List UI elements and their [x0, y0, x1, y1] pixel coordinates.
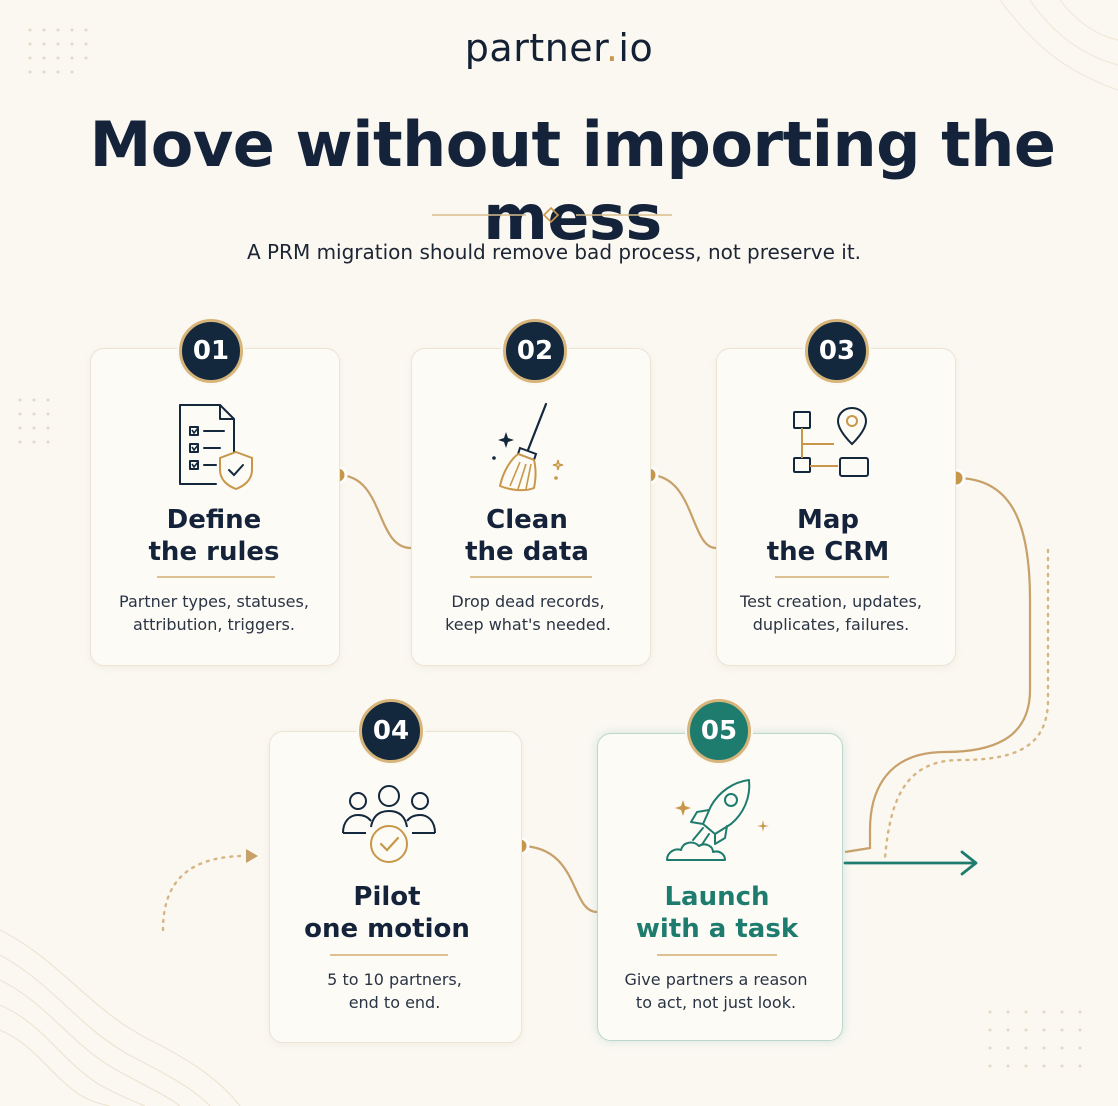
- rocket-launch-icon: [666, 779, 769, 861]
- dot-grid-bottom-right: [988, 1010, 1082, 1068]
- dot-grid-top-left: [28, 28, 88, 74]
- connector-01-02: [337, 473, 412, 550]
- brand-logo: partner.io: [0, 26, 1118, 70]
- step-badge-04: 04: [359, 699, 423, 763]
- subtitle: A PRM migration should remove bad proces…: [246, 240, 862, 264]
- brand-dot: .: [605, 26, 619, 70]
- step-desc-02: Drop dead records, keep what's needed.: [445, 592, 611, 634]
- step-title-05: Launch with a task: [635, 882, 799, 944]
- step-title-04: Pilot one motion: [304, 882, 470, 944]
- step-desc-04: 5 to 10 partners, end to end.: [327, 970, 462, 1012]
- dotted-trail-right: [883, 548, 1050, 860]
- step-card-04: [269, 731, 522, 1043]
- dotted-arrowhead-icon: [246, 849, 258, 863]
- step-desc-03: Test creation, updates, duplicates, fail…: [740, 592, 922, 634]
- step-card-05: [597, 733, 843, 1041]
- launch-arrow-icon: [843, 850, 978, 876]
- step-title-01: Define the rules: [148, 505, 280, 567]
- step-divider-04: [330, 954, 448, 956]
- connector-04-05: [519, 844, 598, 914]
- step-title-02: Clean the data: [465, 505, 589, 567]
- step-badge-03: 03: [805, 319, 869, 383]
- step-card-01: [90, 348, 340, 666]
- page-title: Move without importing the mess: [89, 108, 1056, 254]
- wave-lines-top-right: [999, 0, 1118, 91]
- wave-lines-bottom-left: [0, 929, 241, 1106]
- connector-03-05: [844, 476, 1032, 854]
- broom-sparkle-icon: [492, 402, 564, 492]
- checklist-shield-icon: [179, 404, 253, 491]
- diamond-icon: [542, 206, 560, 224]
- step-divider-05: [657, 954, 777, 956]
- step-divider-01: [157, 576, 275, 578]
- step-divider-02: [470, 576, 592, 578]
- brand-suffix: io: [618, 26, 654, 70]
- flow-map-pin-icon: [793, 406, 869, 477]
- step-divider-03: [775, 576, 889, 578]
- step-badge-05: 05: [687, 699, 751, 763]
- step-desc-01: Partner types, statuses, attribution, tr…: [119, 592, 309, 634]
- dotted-trail-left: [161, 854, 242, 932]
- dot-grid-left: [18, 398, 50, 444]
- step-desc-05: Give partners a reason to act, not just …: [624, 970, 808, 1012]
- connector-02-03: [648, 473, 717, 550]
- step-title-03: Map the CRM: [766, 505, 890, 567]
- team-check-icon: [342, 785, 436, 863]
- title-divider: [432, 206, 672, 224]
- step-badge-01: 01: [179, 319, 243, 383]
- brand-name: partner: [464, 26, 606, 70]
- step-card-02: [411, 348, 651, 666]
- step-badge-02: 02: [503, 319, 567, 383]
